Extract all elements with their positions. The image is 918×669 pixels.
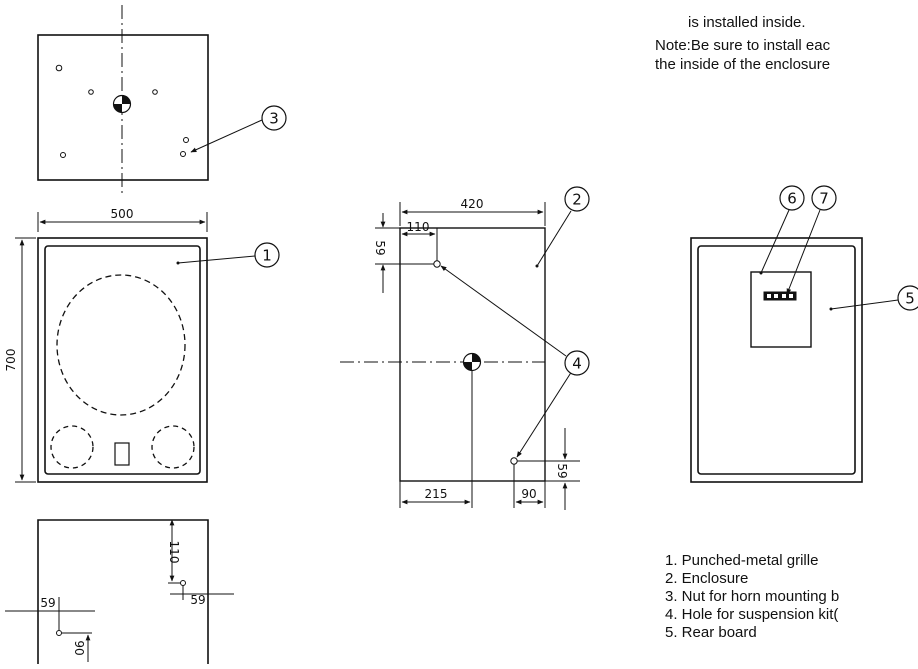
top-view-outline xyxy=(37,34,209,181)
note-line-1: Note:Be sure to install eac xyxy=(655,37,831,54)
dim-110-side-label: 110 xyxy=(407,220,430,234)
callout-2-leader xyxy=(536,210,572,267)
callout-3-leader xyxy=(190,119,263,153)
dim-90-bottom-label: 90 xyxy=(72,640,86,655)
top-hole xyxy=(88,89,94,95)
dim-59-right-label: 59 xyxy=(190,593,205,607)
legend-item-1: 1. Punched-metal grille xyxy=(665,552,819,569)
terminal-slot xyxy=(782,294,786,298)
suspension-hole-top xyxy=(433,260,441,268)
callout-6-circle xyxy=(779,185,805,211)
callout-6-label: 6 xyxy=(787,190,797,208)
tweeter-right-outline xyxy=(151,425,195,469)
callout-7-label: 7 xyxy=(819,190,829,208)
callout-2-circle xyxy=(564,186,590,212)
callout-4-leader-bottom xyxy=(516,370,573,458)
note-top-line: is installed inside. xyxy=(688,14,806,31)
top-hole xyxy=(60,152,66,158)
bottom-view: 110 59 59 90 xyxy=(5,519,234,664)
tweeter-left-outline xyxy=(50,425,94,469)
terminal-slot xyxy=(789,294,793,298)
dim-59-top-label: 59 xyxy=(373,240,387,255)
callout-3-circle xyxy=(261,105,287,131)
callout-4-circle xyxy=(564,350,590,376)
front-outer-frame xyxy=(37,237,208,483)
dim-59-bottom-label: 59 xyxy=(555,463,569,478)
front-grille-panel xyxy=(44,245,201,475)
rear-view: 6 7 5 xyxy=(690,185,918,483)
callout-4-leader-top xyxy=(440,265,567,357)
dim-420-label: 420 xyxy=(461,197,484,211)
center-of-gravity-mark xyxy=(112,94,132,114)
rear-outer-frame xyxy=(690,237,863,483)
legend-item-2: 2. Enclosure xyxy=(665,570,749,587)
dim-110-bottom-label: 110 xyxy=(167,541,181,564)
callout-5-circle xyxy=(897,285,918,311)
rear-board-panel xyxy=(697,245,856,475)
callout-5-label: 5 xyxy=(905,290,915,308)
front-view: 500 700 1 xyxy=(4,207,280,483)
callout-7-leader xyxy=(786,209,821,295)
input-terminal xyxy=(763,291,797,301)
callout-6-leader xyxy=(760,209,790,274)
bottom-hole xyxy=(180,580,186,586)
suspension-hole-bottom xyxy=(510,457,518,465)
top-hole xyxy=(180,151,186,157)
side-view: 420 110 59 215 90 59 2 xyxy=(340,186,590,510)
legend-item-4: 4. Hole for suspension kit( xyxy=(665,606,839,623)
terminal-slot xyxy=(767,294,771,298)
bottom-view-outline xyxy=(37,519,209,664)
callout-1-leader xyxy=(177,255,256,264)
input-panel xyxy=(750,271,812,348)
top-hole xyxy=(183,137,189,143)
woofer-outline xyxy=(56,274,186,416)
dim-90-side-label: 90 xyxy=(521,487,536,501)
callout-4-label: 4 xyxy=(572,355,582,373)
front-badge xyxy=(114,442,130,466)
callout-7-circle xyxy=(811,185,837,211)
dim-500-label: 500 xyxy=(111,207,134,221)
callout-1-label: 1 xyxy=(262,247,272,265)
callout-2-label: 2 xyxy=(572,191,582,209)
dim-215-label: 215 xyxy=(425,487,448,501)
dim-59-left-label: 59 xyxy=(40,596,55,610)
terminal-slot xyxy=(774,294,778,298)
callout-5-leader xyxy=(830,299,899,310)
note-line-2: the inside of the enclosure xyxy=(655,56,831,73)
top-hole xyxy=(152,89,158,95)
center-of-gravity-mark xyxy=(462,352,482,372)
legend-item-5: 5. Rear board xyxy=(665,624,757,641)
callout-1-circle xyxy=(254,242,280,268)
callout-3-label: 3 xyxy=(269,110,279,128)
top-view: 3 xyxy=(37,5,287,195)
bottom-hole xyxy=(56,630,62,636)
dim-700-label: 700 xyxy=(4,349,18,372)
top-hole xyxy=(55,64,63,72)
legend-item-3: 3. Nut for horn mounting b xyxy=(665,588,840,605)
